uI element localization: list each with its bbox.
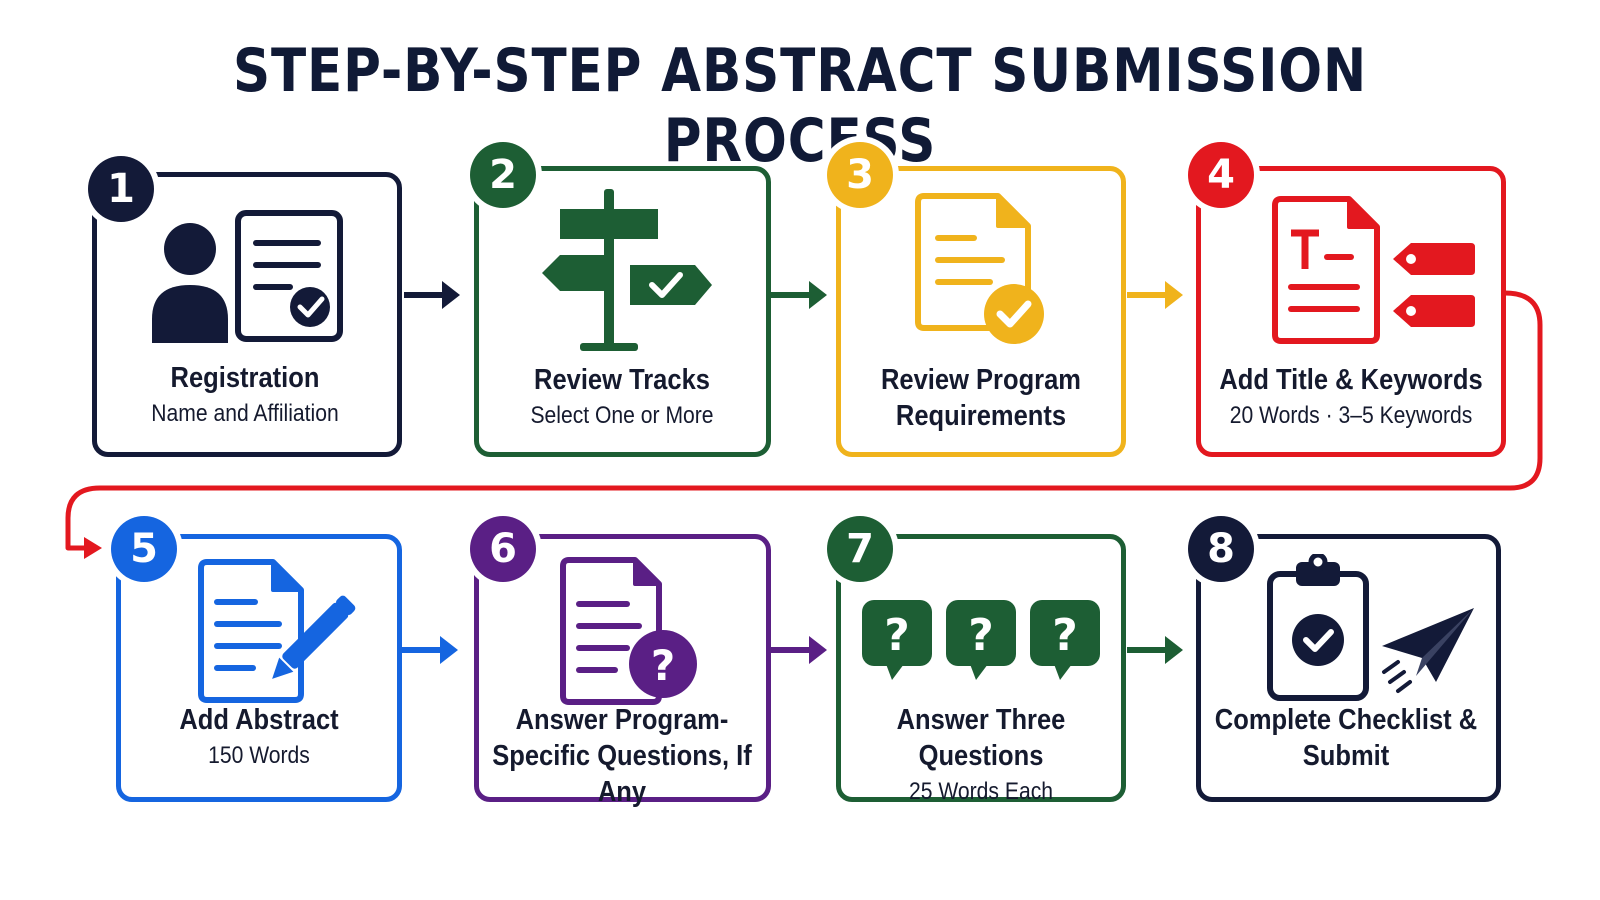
step-4-subtitle: 20 Words · 3–5 Keywords — [1229, 402, 1473, 429]
svg-text:?: ? — [968, 610, 994, 661]
clipboard-check-icon — [1267, 554, 1369, 701]
step-1-badge: 1 — [88, 156, 154, 222]
step-5-badge: 5 — [111, 516, 177, 582]
step-4-label: Add Title & Keywords 20 Words · 3–5 Keyw… — [1219, 362, 1483, 434]
arrow-3-4 — [1127, 281, 1183, 309]
svg-text:?: ? — [651, 641, 675, 690]
step-4-title: Add Title & Keywords — [1219, 364, 1483, 396]
step-3-label: Review Program Requirements — [849, 362, 1113, 434]
step-2-badge: 2 — [470, 142, 536, 208]
document-pen-icon — [198, 559, 356, 703]
step-1-subtitle: Name and Affiliation — [151, 400, 339, 427]
svg-text:?: ? — [1052, 610, 1078, 661]
question-bubble-icon: ? — [1030, 600, 1100, 680]
step-6-badge: 6 — [470, 516, 536, 582]
step-7-label: Answer Three Questions 25 Words Each — [849, 702, 1113, 810]
question-bubble-icon: ? — [946, 600, 1016, 680]
step-2-subtitle: Select One or More — [530, 402, 714, 429]
arrow-5-6 — [402, 636, 458, 664]
question-bubbles-icon: ? ? ? — [862, 600, 1100, 680]
step-1-title: Registration — [170, 362, 320, 394]
step-6-title: Answer Program-Specific Questions, If An… — [492, 704, 752, 808]
document-title-tag-icon — [1272, 196, 1475, 344]
page-title: STEP-BY-STEP ABSTRACT SUBMISSION PROCESS — [232, 36, 1368, 176]
step-6-label: Answer Program-Specific Questions, If An… — [490, 702, 754, 810]
step-5-subtitle: 150 Words — [208, 742, 310, 769]
step-2-title: Review Tracks — [534, 364, 710, 396]
arrow-1-2 — [404, 281, 460, 309]
step-8-badge: 8 — [1188, 516, 1254, 582]
arrow-7-8 — [1127, 636, 1183, 664]
clipboard-plane-icon — [1267, 554, 1474, 701]
step-4-badge: 4 — [1188, 142, 1254, 208]
step-8-label: Complete Checklist & Submit — [1214, 702, 1478, 774]
step-7-badge: 7 — [827, 516, 893, 582]
step-5-label: Add Abstract 150 Words — [127, 702, 391, 774]
document-question-icon: ? — [560, 557, 697, 705]
step-3-title: Review Program Requirements — [880, 364, 1081, 432]
question-bubble-icon: ? — [862, 600, 932, 680]
arrow-6-7 — [771, 636, 827, 664]
arrow-2-3 — [771, 281, 827, 309]
paper-plane-icon — [1382, 608, 1474, 693]
step-1-label: Registration Name and Affiliation — [113, 360, 377, 432]
person-document-icon — [152, 210, 343, 343]
svg-text:?: ? — [884, 610, 910, 661]
signpost-icon — [542, 189, 712, 351]
step-7-title: Answer Three Questions — [896, 704, 1066, 772]
document-check-icon — [915, 193, 1044, 344]
step-7-subtitle: 25 Words Each — [908, 778, 1053, 805]
step-5-title: Add Abstract — [179, 704, 339, 736]
step-2-label: Review Tracks Select One or More — [490, 362, 754, 434]
step-8-title: Complete Checklist & Submit — [1214, 704, 1478, 772]
step-3-badge: 3 — [827, 142, 893, 208]
